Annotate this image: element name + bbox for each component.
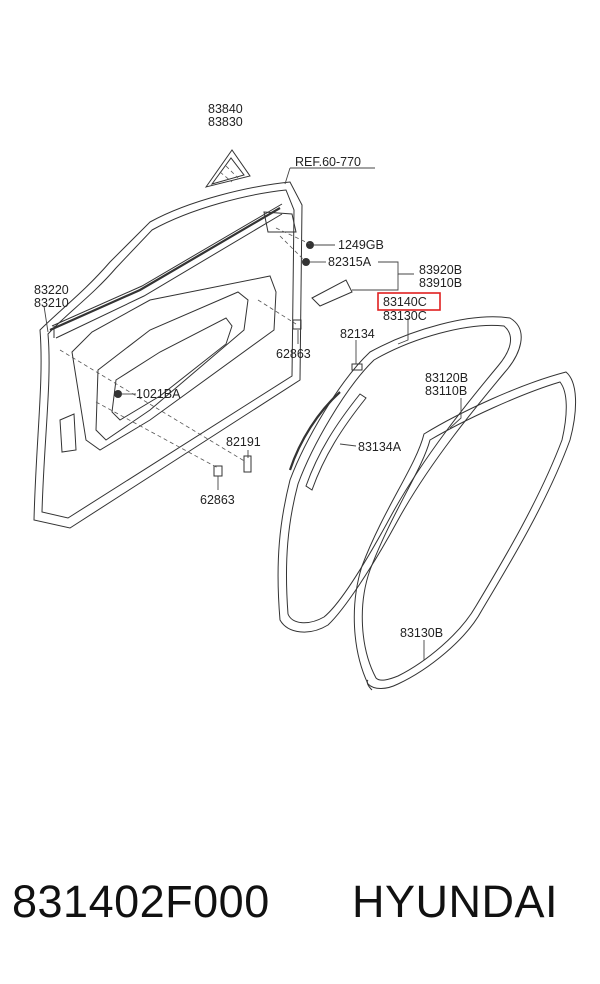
label-83910b: 83910B: [419, 276, 462, 290]
delta-molding: [204, 149, 251, 188]
label-1021ba: 1021BA: [136, 387, 181, 401]
body-weatherstrip: [353, 371, 577, 691]
belt-molding: [49, 203, 283, 339]
label-62863-lower: 62863: [200, 493, 235, 507]
strip-83134a: [305, 393, 367, 491]
label-82134: 82134: [340, 327, 375, 341]
label-62863-upper: 62863: [276, 347, 311, 361]
label-83140c: 83140C: [383, 295, 427, 309]
door-weatherstrip-83140c: [277, 316, 522, 633]
label-83130b: 83130B: [400, 626, 443, 640]
label-1249gb: 1249GB: [338, 238, 384, 252]
part-labels: 83840 83830 REF.60-770 1249GB 82315A 839…: [34, 102, 468, 640]
caption: 831402F000 HYUNDAI: [0, 876, 600, 946]
label-82315a: 82315A: [328, 255, 372, 269]
label-83210: 83210: [34, 296, 69, 310]
label-83830: 83830: [208, 115, 243, 129]
reference-lines: [59, 227, 311, 469]
label-82191: 82191: [226, 435, 261, 449]
door-panel: [33, 181, 303, 529]
label-83840: 83840: [208, 102, 243, 116]
label-83120b: 83120B: [425, 371, 468, 385]
highlight-box: [377, 292, 441, 311]
part-number: 831402F000: [12, 876, 270, 927]
leader-lines: [43, 167, 462, 660]
label-83110b: 83110B: [425, 384, 467, 398]
brand-name: HYUNDAI: [352, 876, 559, 927]
label-ref-60-770: REF.60-770: [295, 155, 361, 169]
label-83134a: 83134A: [358, 440, 402, 454]
label-83130c: 83130C: [383, 309, 427, 323]
label-83920b: 83920B: [419, 263, 462, 277]
label-83220: 83220: [34, 283, 69, 297]
